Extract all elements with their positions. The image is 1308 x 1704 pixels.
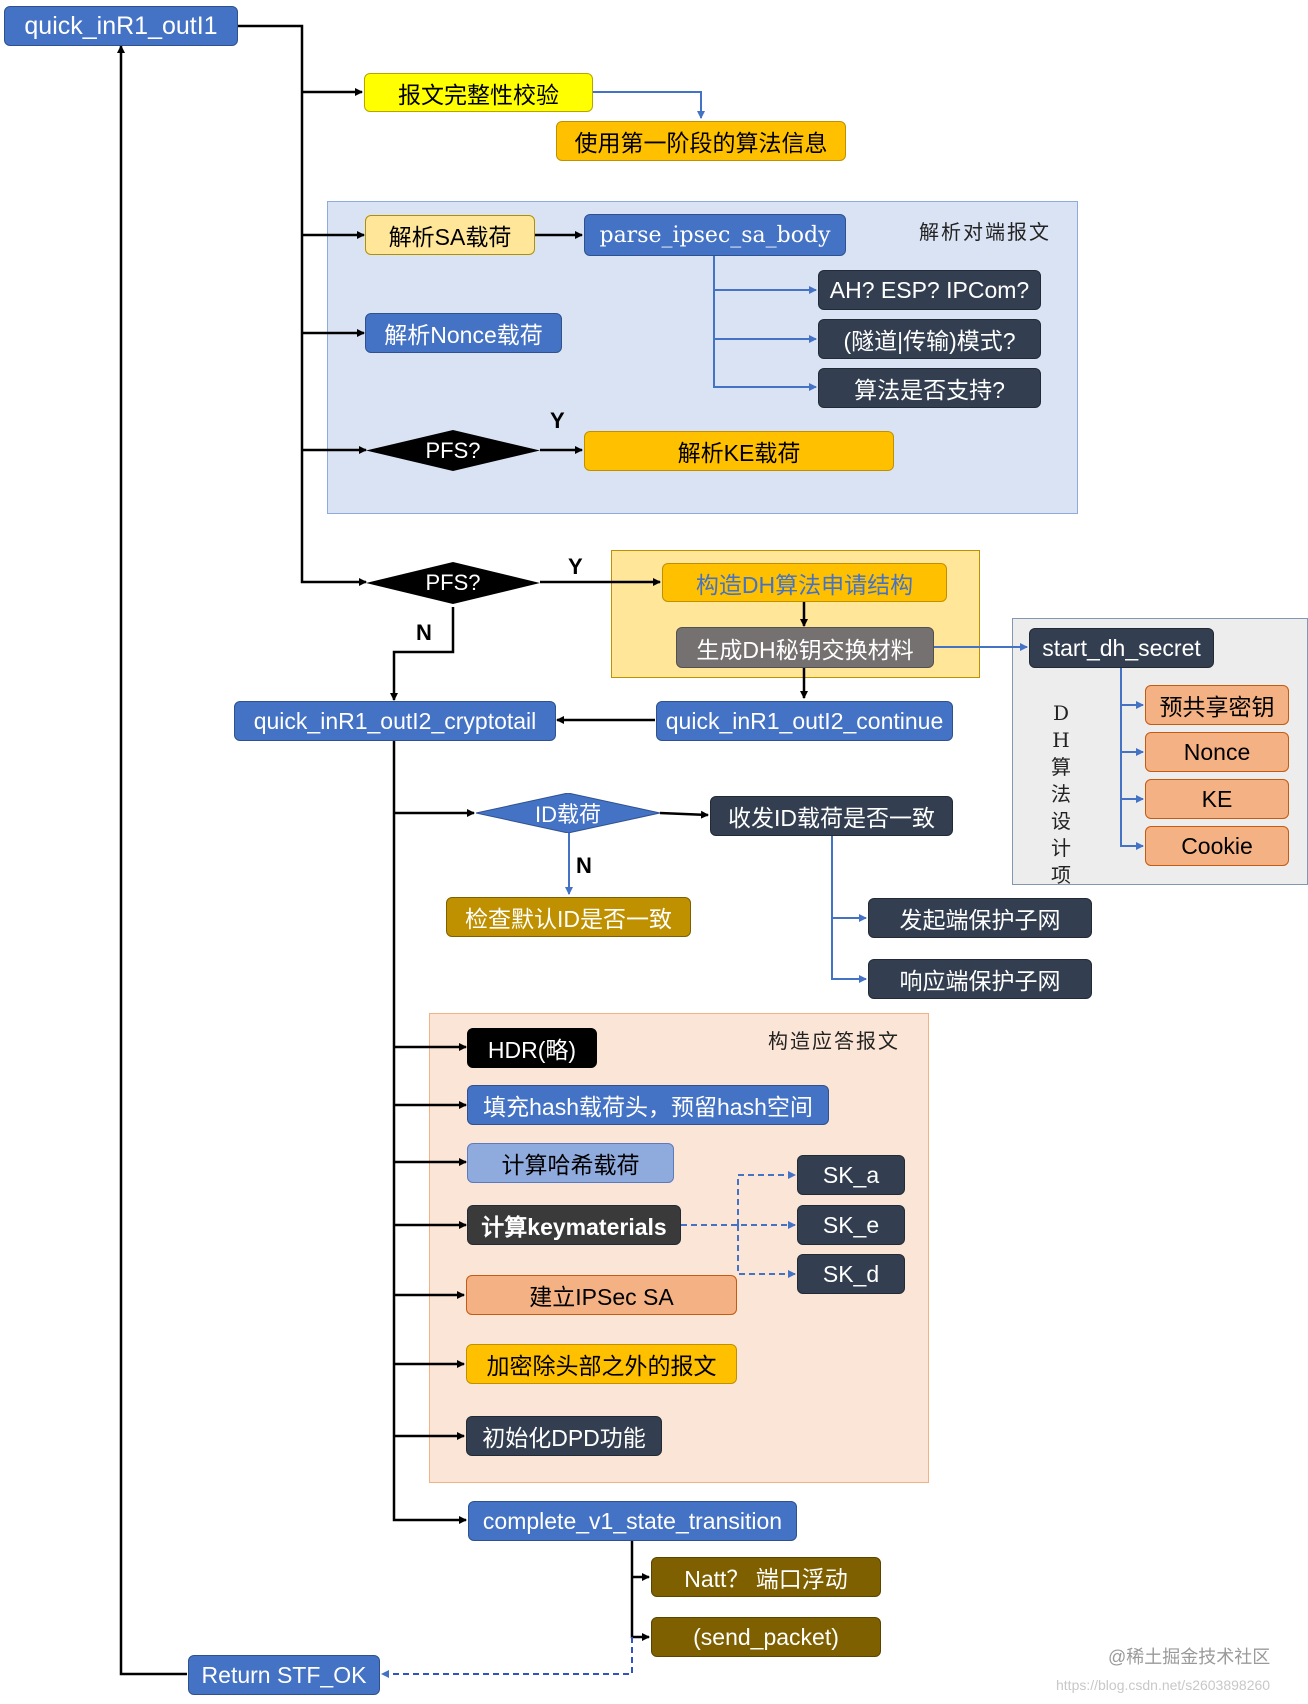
node-state-transition[interactable]: complete_v1_state_transition (468, 1501, 797, 1541)
decision-pfs-2-label: PFS? (425, 570, 481, 595)
node-phase1-algorithm[interactable]: 使用第一阶段的算法信息 (556, 121, 846, 161)
node-start-dh-secret[interactable]: start_dh_secret (1029, 628, 1214, 668)
node-quick-inr1-outi1[interactable]: quick_inR1_outI1 (4, 6, 238, 46)
node-cookie[interactable]: Cookie (1145, 826, 1289, 866)
edge-label-pfs1-yes: Y (550, 408, 565, 433)
node-ah-esp-ipcom[interactable]: AH? ESP? IPCom? (818, 270, 1041, 310)
node-check-default-id[interactable]: 检查默认ID是否一致 (446, 897, 691, 937)
node-sk-e[interactable]: SK_e (797, 1205, 905, 1245)
decision-pfs-1-label: PFS? (425, 437, 481, 463)
node-initiator-subnet[interactable]: 发起端保护子网 (868, 898, 1092, 938)
node-algorithm-supported[interactable]: 算法是否支持? (818, 368, 1041, 408)
node-sk-a[interactable]: SK_a (797, 1155, 905, 1195)
node-generate-dh-material[interactable]: 生成DH秘钥交换材料 (676, 627, 934, 668)
node-parse-sa[interactable]: 解析SA载荷 (365, 215, 535, 255)
decision-id-payload[interactable]: ID载荷 (476, 793, 660, 833)
edge-label-pfs2-yes: Y (568, 554, 583, 579)
node-compute-hash[interactable]: 计算哈希载荷 (467, 1143, 674, 1183)
decision-pfs-1[interactable]: PFS? (366, 430, 540, 471)
node-sk-d[interactable]: SK_d (797, 1254, 905, 1294)
node-integrity-check[interactable]: 报文完整性校验 (364, 73, 593, 112)
caption-build-reply: 构造应答报文 (768, 1029, 900, 1053)
node-cryptotail[interactable]: quick_inR1_outI2_cryptotail (234, 701, 556, 741)
watermark-community: @稀土掘金技术社区 (1108, 1647, 1271, 1667)
node-id-consistent[interactable]: 收发ID载荷是否一致 (710, 796, 953, 836)
node-parse-ipsec-sa-body[interactable]: parse_ipsec_sa_body (584, 214, 846, 256)
node-continue[interactable]: quick_inR1_outI2_continue (656, 701, 953, 741)
edge-label-id-no: N (576, 853, 592, 878)
node-parse-ke[interactable]: 解析KE载荷 (584, 431, 894, 471)
watermark-url: https://blog.csdn.net/s2603898260 (1056, 1677, 1271, 1693)
node-hdr[interactable]: HDR(略) (467, 1028, 597, 1068)
node-preshared-key[interactable]: 预共享密钥 (1145, 685, 1289, 725)
node-natt[interactable]: Natt？ 端口浮动 (651, 1557, 881, 1597)
node-return-stf-ok[interactable]: Return STF_OK (188, 1655, 380, 1695)
node-init-dpd[interactable]: 初始化DPD功能 (466, 1416, 662, 1456)
node-encrypt[interactable]: 加密除头部之外的报文 (466, 1344, 737, 1384)
node-tunnel-transport-mode[interactable]: (隧道|传输)模式? (818, 319, 1041, 359)
node-nonce[interactable]: Nonce (1145, 732, 1289, 772)
decision-pfs-2[interactable]: PFS? (366, 562, 540, 604)
caption-dh-design: DH算法设计项 (1051, 701, 1071, 887)
node-send-packet[interactable]: (send_packet) (651, 1617, 881, 1657)
node-build-dh-request[interactable]: 构造DH算法申请结构 (662, 563, 947, 602)
node-build-ipsec-sa[interactable]: 建立IPSec SA (466, 1275, 737, 1315)
node-compute-keymaterials[interactable]: 计算keymaterials (467, 1205, 681, 1245)
diamond-shape (366, 430, 540, 471)
caption-parse-peer: 解析对端报文 (919, 220, 1051, 244)
node-responder-subnet[interactable]: 响应端保护子网 (868, 959, 1092, 999)
node-ke[interactable]: KE (1145, 779, 1289, 819)
diamond-shape (366, 562, 540, 604)
node-fill-hash[interactable]: 填充hash载荷头，预留hash空间 (467, 1085, 829, 1125)
node-parse-nonce[interactable]: 解析Nonce载荷 (365, 313, 562, 353)
diamond-shape (476, 793, 660, 833)
decision-id-payload-label: ID载荷 (534, 802, 601, 827)
edge-label-pfs2-no: N (416, 620, 432, 645)
